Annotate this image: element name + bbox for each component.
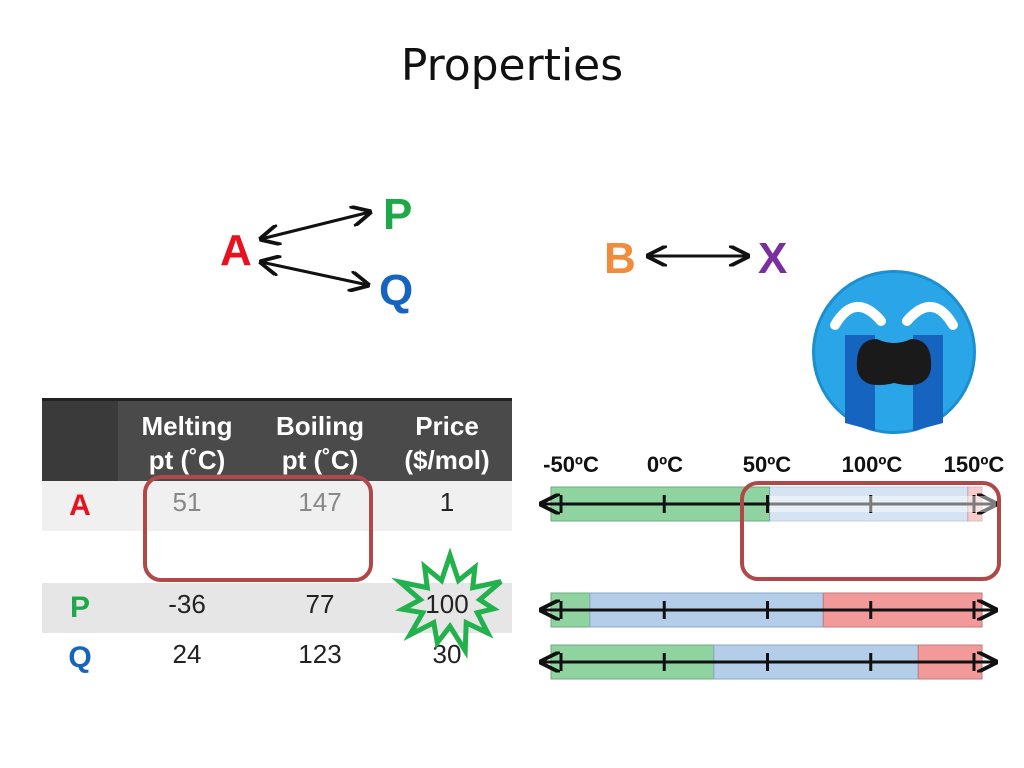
header-melting-line2: pt (˚C): [148, 445, 226, 475]
row-label: P: [69, 591, 90, 624]
starburst-highlight-icon: [391, 547, 503, 659]
page-title: Properties: [400, 40, 624, 91]
header-price-line1: Price: [415, 411, 479, 441]
row-label: A: [69, 489, 91, 522]
crying-face-icon: [812, 270, 976, 434]
cell-melting: 51: [172, 487, 202, 517]
header-melting-line1: Melting: [141, 411, 233, 441]
node-x-label: X: [758, 234, 788, 283]
arrow-a-p: [261, 212, 370, 239]
node-q-label: Q: [379, 266, 414, 315]
highlight-box-scale: [740, 481, 1001, 581]
header-boiling-line2: pt (˚C): [281, 445, 359, 475]
cell-melting: 24: [172, 639, 202, 669]
row-label: Q: [68, 641, 92, 674]
highlight-box-table: [143, 475, 373, 582]
cell-melting: -36: [168, 589, 206, 619]
table-header-corner: [42, 401, 118, 481]
scale-tick-label: 100ºC: [841, 452, 903, 477]
node-a-label: A: [220, 226, 252, 275]
phase-bars: [541, 486, 996, 680]
scale-tick-label: -50ºC: [543, 452, 599, 477]
cell-price: 100: [425, 589, 469, 619]
node-b-label: B: [604, 234, 636, 283]
cell-boiling: 123: [298, 639, 342, 669]
header-price-line2: ($/mol): [404, 445, 490, 475]
header-boiling-line1: Boiling: [275, 411, 365, 441]
cell-price: 1: [439, 487, 455, 517]
arrow-a-q: [261, 262, 368, 285]
table-header: Melting pt (˚C) Boiling pt (˚C) Price ($…: [42, 398, 512, 481]
table-row: Q 24 123 30: [42, 633, 512, 683]
faded-axis-overlay: [769, 496, 996, 512]
cell-boiling: 77: [305, 589, 335, 619]
table-row: A 51 147 1: [42, 481, 512, 531]
scale-tick-label: 50ºC: [742, 452, 792, 477]
node-p-label: P: [383, 190, 413, 239]
cell-boiling: 147: [298, 487, 342, 517]
header-boiling: Boiling pt (˚C): [255, 409, 385, 477]
scale-tick-label: 0ºC: [646, 452, 684, 477]
scale-tick-label: 150ºC: [943, 452, 1005, 477]
header-price: Price ($/mol): [382, 409, 512, 477]
header-melting: Melting pt (˚C): [122, 409, 252, 477]
